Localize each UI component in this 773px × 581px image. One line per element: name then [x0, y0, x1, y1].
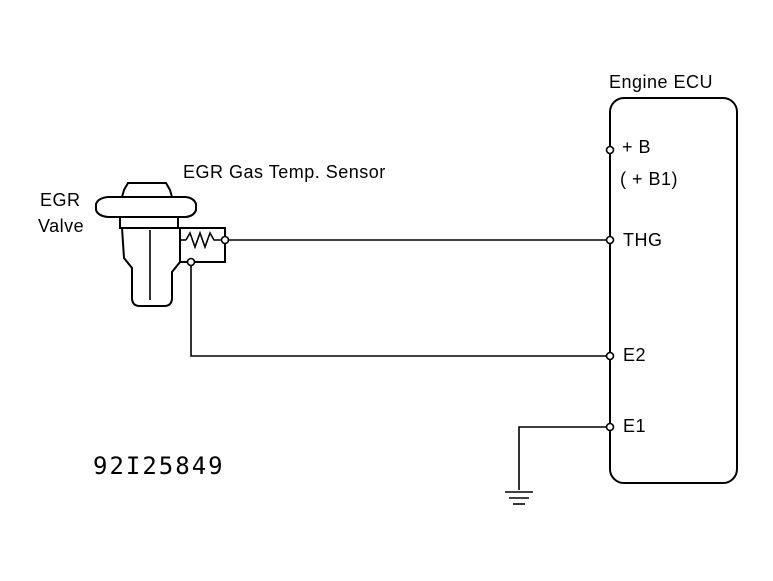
ground-icon: [505, 491, 533, 505]
valve-label-line1: EGR: [40, 190, 81, 210]
figure-code: 92I25849: [93, 452, 225, 480]
ecu-terminal-b: [605, 145, 615, 155]
egr-valve-icon: [95, 182, 197, 307]
valve-label-line2: Valve: [38, 216, 84, 236]
pin-e1-label: E1: [623, 416, 646, 436]
wires: [190, 239, 610, 490]
wire-e2: [190, 262, 610, 357]
sensor-terminal-e2: [186, 257, 196, 267]
ecu-title: Engine ECU: [609, 72, 713, 92]
ecu-box: [609, 97, 738, 484]
sensor-terminal-thg: [220, 235, 230, 245]
egr-temp-sensor-icon: [179, 227, 226, 263]
ecu-terminal-e1: [605, 422, 615, 432]
ecu-terminal-e2: [605, 351, 615, 361]
pin-thg-label: THG: [623, 230, 663, 250]
wire-e1: [518, 426, 610, 490]
pin-b1-label: ( + B1): [620, 169, 678, 189]
ecu-terminal-thg: [605, 235, 615, 245]
sensor-title: EGR Gas Temp. Sensor: [183, 162, 386, 182]
pin-b-label: + B: [622, 137, 651, 157]
pin-e2-label: E2: [623, 345, 646, 365]
